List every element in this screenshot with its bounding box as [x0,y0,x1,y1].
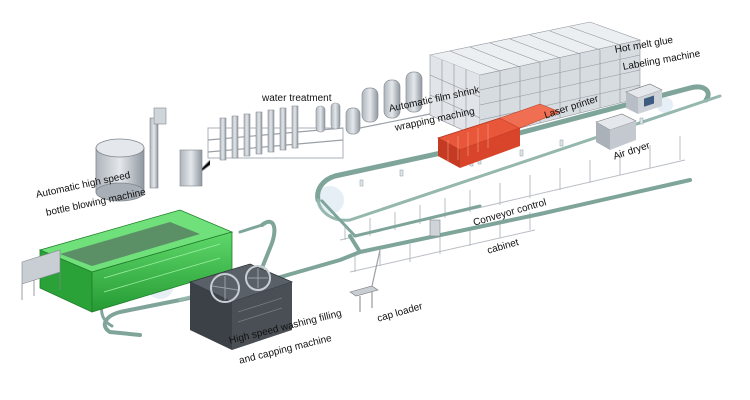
washing-filling-capping-machine [188,263,294,350]
label-water-treatment: water treatment [262,93,332,104]
bottle-blowing-machine [21,209,234,313]
labeling-machine [625,83,663,114]
preform-silo [95,107,203,202]
cap-loader [349,249,381,312]
water-treatment-unit [189,71,441,181]
film-shrink-wrapper [436,103,561,168]
conveyor-control-cabinet [429,219,441,237]
air-dryer [595,113,637,150]
conveyor-supports [339,136,686,273]
